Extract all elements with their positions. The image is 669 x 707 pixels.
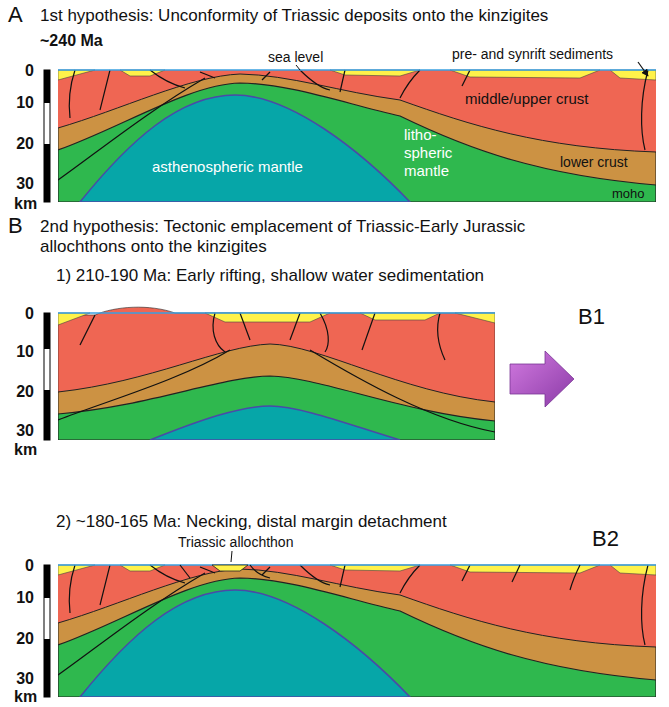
axis-tick: 10 xyxy=(4,93,34,112)
axis-unit: km xyxy=(14,194,37,213)
axis-tick: 10 xyxy=(4,342,34,361)
axis-tick: 10 xyxy=(4,588,34,607)
panel-heading: 2nd hypothesis: Tectonic emplacement of … xyxy=(40,217,600,258)
layer-label: asthenospheric mantle xyxy=(152,158,303,176)
axis-tick: 0 xyxy=(4,304,34,323)
leader-line xyxy=(296,65,300,70)
axis-tick: 30 xyxy=(4,421,34,440)
axis-tick: 30 xyxy=(4,174,34,193)
b2-extra-faults xyxy=(180,565,580,590)
stage-heading: 2) ~180-165 Ma: Necking, distal margin d… xyxy=(56,512,447,532)
feature-label: sea level xyxy=(268,49,323,66)
transition-arrow xyxy=(510,351,574,407)
age-label: ~240 Ma xyxy=(40,31,103,50)
layer-label: litho- spheric mantle xyxy=(404,126,466,180)
axis-unit: km xyxy=(14,687,37,706)
feature-label: pre- and synrift sediments xyxy=(452,46,613,63)
axis-tick: 0 xyxy=(4,61,34,80)
leader-line xyxy=(231,551,232,562)
section-b2 xyxy=(44,565,656,697)
section-b1 xyxy=(44,307,495,440)
layer-label: moho xyxy=(612,186,645,202)
leader-arrow xyxy=(638,62,648,76)
panel-letter: A xyxy=(8,2,23,28)
layer-label: middle/upper crust xyxy=(465,90,588,108)
triassic-allochthon xyxy=(212,565,248,571)
panel-letter: B1 xyxy=(578,304,605,330)
axis-unit: km xyxy=(14,440,37,459)
axis-tick: 20 xyxy=(4,382,34,401)
section-a-use xyxy=(44,70,656,202)
stage-heading: 1) 210-190 Ma: Early rifting, shallow wa… xyxy=(56,266,484,286)
axis-tick: 20 xyxy=(4,629,34,648)
panel-letter: B xyxy=(8,213,23,239)
feature-label: Triassic allochthon xyxy=(178,534,293,551)
layer-label: lower crust xyxy=(560,154,628,171)
panel-letter: B2 xyxy=(592,526,619,552)
panel-heading: 1st hypothesis: Unconformity of Triassic… xyxy=(40,6,548,26)
axis-tick: 0 xyxy=(4,556,34,575)
axis-tick: 30 xyxy=(4,669,34,688)
axis-tick: 20 xyxy=(4,134,34,153)
